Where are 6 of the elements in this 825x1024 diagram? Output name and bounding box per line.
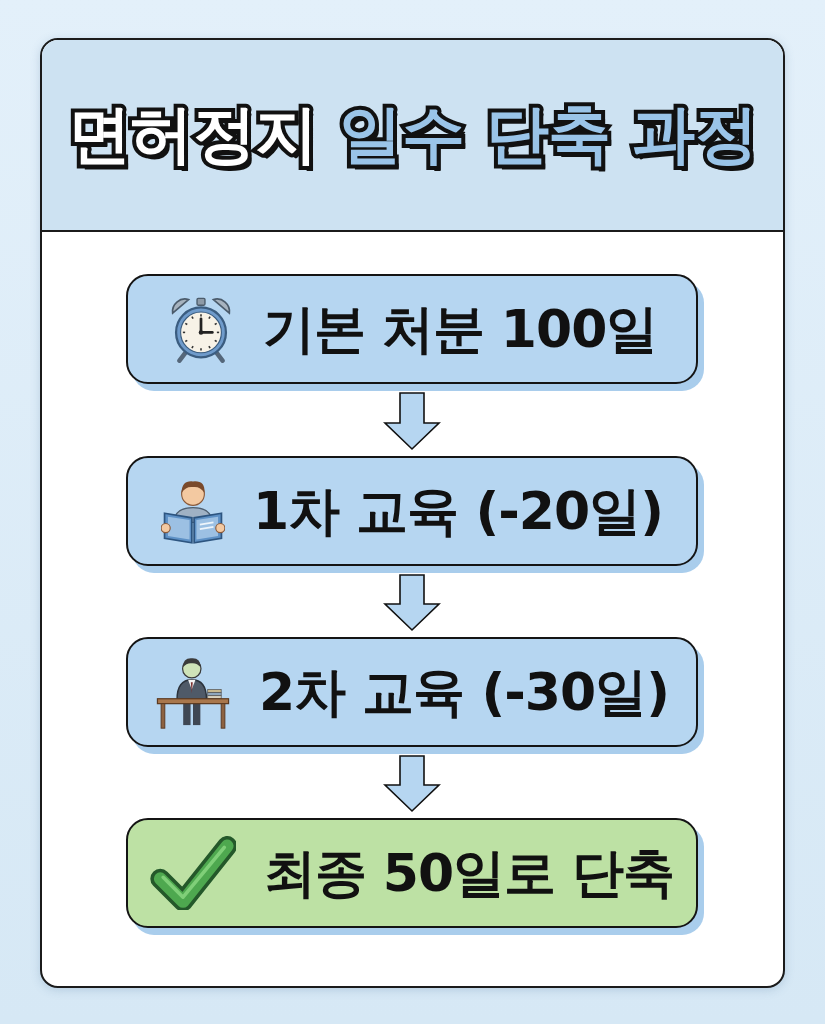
step-label: 기본 처분 100일 (262, 303, 658, 355)
card-panel (40, 38, 785, 988)
step-label: 2차 교육 (-30일) (259, 666, 669, 718)
step-label: 1차 교육 (-20일) (253, 485, 663, 537)
step-label: 최종 50일로 단축 (263, 847, 675, 899)
title-heading: 면허정지 일수 단축 과정 (67, 98, 758, 172)
